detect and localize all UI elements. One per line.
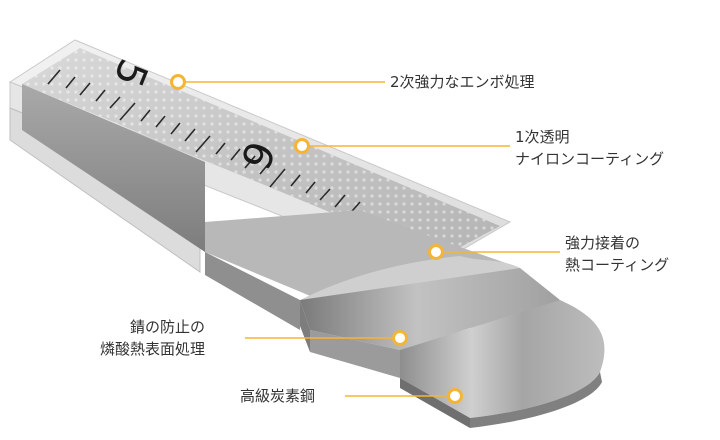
marker-thermal [428,244,444,260]
callout-rust-line-1: 錆の防止の [130,318,206,336]
callout-nylon: 1次透明 ナイロンコーティング [515,126,664,170]
callout-thermal-line-1: 強力接着の [565,234,641,252]
tape-top-surface [22,48,500,258]
callout-thermal-line-2: 熱コーティング [565,256,670,274]
callout-rust: 錆の防止の 燐酸熱表面処理 [100,316,205,360]
callout-steel-line-1: 高級炭素鋼 [240,387,316,405]
callout-steel: 高級炭素鋼 [240,385,315,407]
leader-lines [178,81,560,397]
marker-dots [170,74,463,404]
callout-emboss: 2次強力なエンボ処理 [390,71,535,93]
callout-nylon-line-2: ナイロンコーティング [515,150,665,168]
marker-nylon [294,138,310,154]
carbon-steel-core [400,300,605,428]
callout-thermal: 強力接着の 熱コーティング [565,232,669,276]
callout-nylon-line-1: 1次透明 [515,128,570,146]
callout-emboss-line-1: 2次強力なエンボ処理 [390,73,535,91]
marker-steel [447,388,463,404]
scale-ticks [47,69,361,219]
marker-emboss [170,74,186,90]
marker-rust [392,330,408,346]
callout-rust-line-2: 燐酸熱表面処理 [100,340,206,358]
phosphate-layer [300,268,560,378]
